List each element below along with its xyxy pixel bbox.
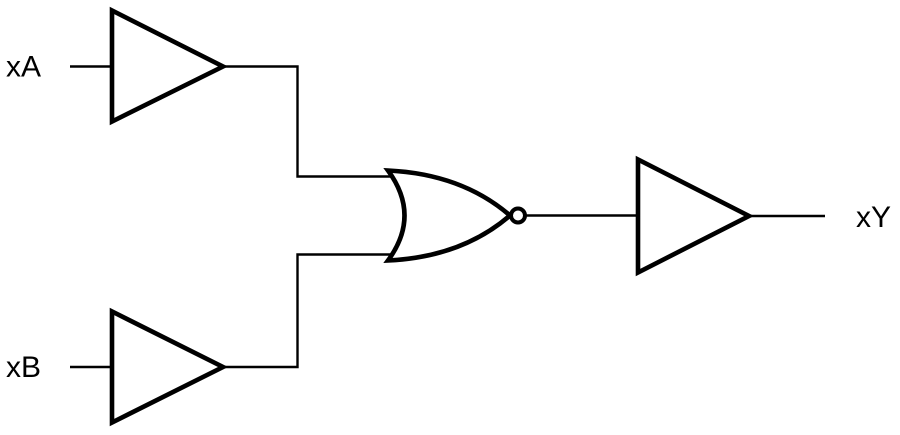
output-label-xy: xY bbox=[856, 201, 891, 234]
buffer-gate-a-icon bbox=[109, 6, 229, 126]
buffer-gate-b-icon bbox=[109, 307, 229, 427]
nor-inversion-bubble-icon bbox=[509, 206, 527, 225]
nor-gate-icon bbox=[383, 167, 514, 264]
wire-buffer-b-to-nor bbox=[221, 253, 397, 369]
input-label-xa: xA bbox=[6, 51, 41, 84]
buffer-gate-y-icon bbox=[635, 155, 755, 277]
wire-buffer-a-to-nor bbox=[221, 65, 397, 178]
input-label-xb: xB bbox=[6, 351, 41, 384]
